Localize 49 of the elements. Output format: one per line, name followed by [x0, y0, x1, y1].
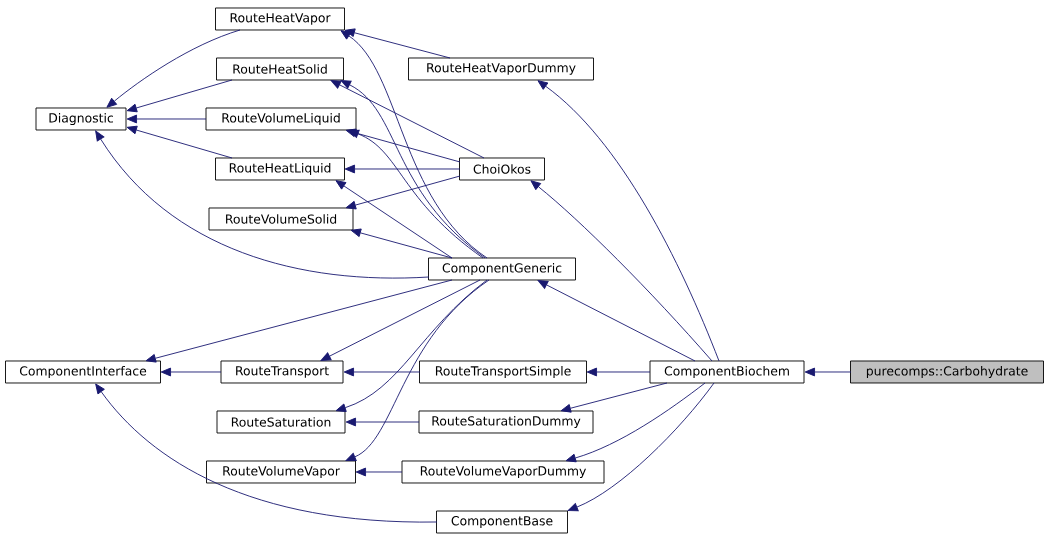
arrow [567, 382, 715, 512]
arrow [344, 164, 461, 174]
arrow [344, 28, 451, 59]
arrow [335, 279, 488, 412]
arrow [330, 80, 485, 159]
class-box: RouteHeatLiquid [215, 157, 345, 181]
arrow [530, 180, 713, 362]
class-box: RouteTransport [220, 360, 344, 384]
class-box: RouteSaturationDummy [418, 410, 594, 434]
arrow [560, 382, 668, 413]
arrow [345, 279, 490, 461]
arrow [350, 228, 453, 259]
class-box: RouteVolumeSolid [208, 207, 354, 231]
class-box: ComponentInterface [5, 360, 161, 384]
class-box: ComponentBase [436, 510, 568, 534]
arrow [343, 367, 421, 377]
arrow [537, 280, 696, 362]
arrow [340, 80, 486, 259]
class-box: RouteVolumeVaporDummy [401, 460, 605, 484]
class-box: purecomps::Carbohydrate [850, 360, 1044, 384]
class-box: Diagnostic [35, 107, 127, 131]
class-box: ComponentGeneric [428, 257, 576, 281]
arrow [537, 80, 720, 362]
arrow [340, 30, 488, 259]
class-box: RouteHeatSolid [216, 57, 344, 81]
arrow [345, 175, 461, 210]
arrow [106, 29, 241, 108]
class-box: RouteHeatVapor [215, 7, 345, 31]
arrow [355, 467, 403, 477]
arrow [320, 279, 481, 361]
arrow [126, 114, 207, 124]
arrow [160, 367, 222, 377]
arrow [565, 382, 706, 463]
class-box: RouteSaturation [216, 410, 346, 434]
arrow [345, 417, 420, 427]
class-box: RouteVolumeLiquid [205, 107, 357, 131]
arrow [804, 367, 852, 377]
arrow [95, 383, 438, 523]
arrow [586, 367, 651, 377]
class-box: RouteTransportSimple [419, 360, 587, 384]
arrow [145, 279, 453, 363]
class-box: ChoiOkos [459, 157, 545, 181]
arrow [126, 125, 233, 159]
arrow [126, 79, 233, 113]
arrow [335, 180, 453, 259]
class-box: RouteHeatVaporDummy [408, 57, 594, 81]
class-box: ComponentBiochem [649, 360, 805, 384]
arrow [95, 130, 430, 279]
class-box: RouteVolumeVapor [206, 460, 356, 484]
